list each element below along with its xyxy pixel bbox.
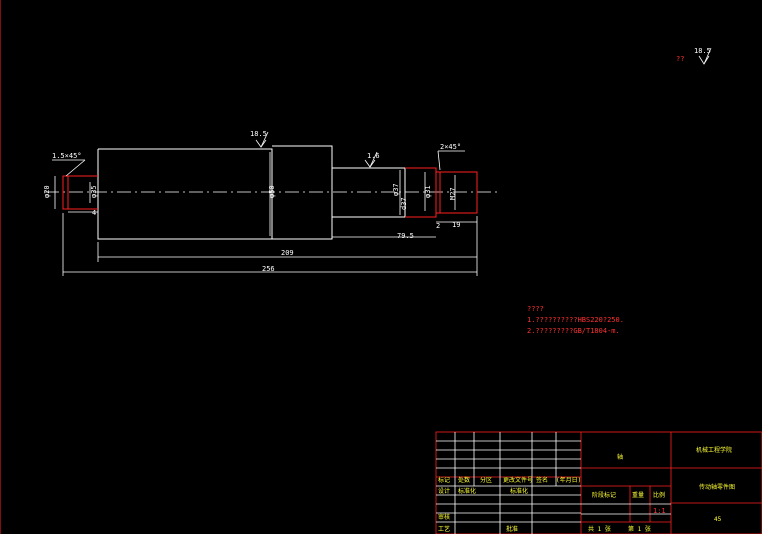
tb-h-mark: 标记 [438,476,450,484]
notes-line-1: 1.??????????HBS220?250. [527,316,624,324]
tb-h-sign: 签名 [536,476,548,484]
tb-h-zone: 分区 [480,476,492,484]
shaft-ends [62,167,478,218]
tb-qty: 共 1 张 [588,525,611,533]
tb-review: 审核 [438,513,450,521]
dim-len-right-end: 19 [452,221,460,229]
tb-standard: 标准化 [458,487,476,495]
tb-scale-value: 1:1 [653,507,666,515]
dimension-lines [52,150,478,276]
title-block [435,431,762,534]
dim-d-end: M27 [449,187,457,200]
tb-approve: 批准 [506,525,518,533]
tb-material: 45 [714,516,722,523]
tb-design: 设计 [438,487,450,495]
notes-title: ???? [527,305,544,313]
dim-d-step2: d37 [400,197,408,210]
dim-len-total: 256 [262,265,275,273]
tb-scale: 比例 [653,491,665,499]
shaft-outline [97,145,406,240]
tb-process: 工艺 [438,525,450,533]
tb-standard-2: 标准化 [510,487,528,495]
dim-d-left-inner: φ35 [90,185,98,198]
dim-d-step: φ37 [392,183,400,196]
tb-school: 机械工程学院 [696,446,732,454]
dim-len-right-groove: 2 [436,222,440,230]
tb-h-docno: 更改文件号 [503,476,533,484]
roughness-general-note: ?? [676,55,684,63]
roughness-symbols [255,47,712,168]
dim-d-groove: φ31 [424,185,432,198]
tb-h-count: 处数 [458,476,470,484]
dim-d-main: φ50 [268,185,276,198]
tb-weight: 重量 [632,491,644,499]
tb-stage: 阶段标记 [592,491,616,499]
tb-page: 第 1 张 [628,525,651,533]
tb-drawing-title: 传动轴零件图 [699,483,735,491]
dim-len-body: 209 [281,249,294,257]
tb-part-name: 轴 [617,453,623,461]
dim-d-left: φ20 [43,185,51,198]
notes-line-2: 2.?????????GB/T1804-m. [527,327,620,335]
chamfer-right-label: 2×45° [440,143,461,151]
roughness-1-label: 18.5 [250,130,267,138]
dim-len-left-step: 4 [92,209,96,217]
roughness-2-label: 1.6 [367,152,380,160]
tb-h-date: (年月日) [556,476,581,484]
chamfer-left-label: 1.5×45° [52,152,82,160]
dim-len-mid: 79.5 [397,232,414,240]
roughness-general-value: 18.5 [694,47,711,55]
